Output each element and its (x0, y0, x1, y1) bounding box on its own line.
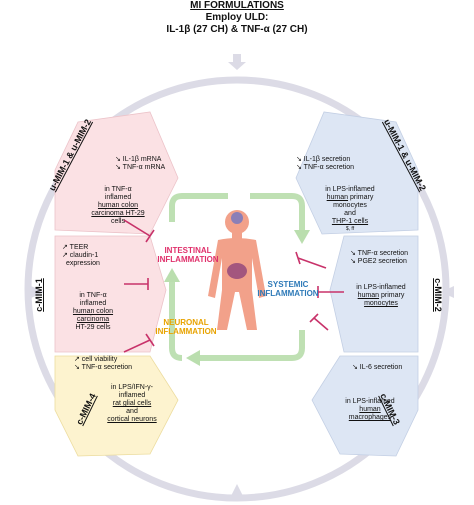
ring-arrow-right (441, 286, 454, 298)
umim-left-effect-1: ↘ IL-1β mRNA (115, 156, 162, 163)
umim-left-model-5: cells (110, 218, 125, 225)
center-cycle-arrows (169, 193, 305, 361)
umim-right-model-note: $, ff (345, 226, 355, 232)
umim-left-model-3: human colon (97, 202, 139, 209)
cmim1-model-4: carcinoma (76, 316, 110, 323)
umim-right-model-2: human primary (326, 194, 374, 201)
label-cmim2: c-MIM-2 (433, 278, 443, 312)
header-down-arrow (228, 54, 246, 70)
cmim3-model-3: macrophages (348, 414, 392, 421)
cmim2-model-2: human primary (357, 292, 405, 299)
header-title: MI FORMULATIONS (190, 0, 284, 11)
umim-right-model-6: THP-1 cells (331, 218, 369, 225)
header-line3: IL-1β (27 CH) & TNF-α (27 CH) (166, 24, 308, 35)
umim-left-effect-2: ↘ TNF-α mRNA (115, 164, 166, 171)
panel-cmim1 (54, 235, 167, 353)
label-systemic-inflammation: SYSTEMIC INFLAMMATION (250, 280, 326, 298)
cmim4-effect-2: ↘ TNF-α secretion (74, 364, 133, 371)
cmim4-model-2: inflamed (118, 392, 146, 399)
panel-cmim2 (329, 235, 419, 353)
label-neuronal-inflammation: NEURONAL INFLAMMATION (148, 318, 224, 336)
panel-umim-right (295, 111, 419, 235)
cycle-arrowhead-right (294, 230, 310, 244)
label-intestinal-inflammation: INTESTINAL INFLAMMATION (150, 246, 226, 264)
cmim4-effect-1: ↗ cell viability (74, 356, 118, 363)
cmim1-model-2: inflamed (79, 300, 107, 307)
umim-right-effect-2: ↘ TNF-α secretion (296, 164, 355, 171)
header-line2: Employ ULD: (205, 12, 269, 23)
cmim2-effect-2: ↘ PGE2 secretion (350, 258, 407, 265)
cmim4-model-1: in LPS/IFN-γ- (110, 384, 153, 391)
cmim2-effect-1: ↘ TNF-α secretion (350, 250, 409, 257)
systemic-line-1: SYSTEMIC (267, 280, 309, 289)
panel-umim-left (54, 111, 179, 235)
cmim1-effect-2: ↗ claudin-1 (62, 252, 99, 259)
panel-cmim4 (54, 355, 179, 457)
panel-cmim3 (311, 355, 419, 457)
cmim4-model-4: and (126, 408, 138, 415)
cmim1-effect-3: expression (66, 260, 100, 267)
ring-arrow-left (31, 286, 44, 298)
intestinal-line-1: INTESTINAL (164, 246, 212, 255)
brain-icon (231, 212, 243, 224)
label-cmim1: c-MIM-1 (34, 278, 44, 312)
inhibit-markers (123, 219, 344, 353)
cycle-arrowhead-bottom (186, 350, 200, 366)
umim-right-effect-1: ↘ IL-1β secretion (296, 156, 351, 163)
systemic-line-2: INFLAMMATION (257, 289, 319, 298)
cmim4-model-3: rat glial cells (112, 400, 152, 407)
umim-right-model-1: in LPS-inflamed (325, 186, 375, 193)
cmim3-effect-1: ↘ IL-6 secretion (352, 364, 403, 371)
cmim1-effect-1: ↗ TEER (62, 244, 89, 251)
cmim3-model-1: in LPS-inflamed (345, 398, 395, 405)
cmim4-model-5: cortical neurons (107, 416, 157, 423)
umim-left-model-2: inflamed (104, 194, 132, 201)
ring-arrow-bottom (231, 484, 243, 496)
umim-right-model-5: and (344, 210, 356, 217)
cycle-arrowhead-left (164, 268, 180, 282)
cmim2-model-1: in LPS-inflamed (356, 284, 406, 291)
cmim2-model-4: monocytes (364, 300, 398, 307)
umim-left-model-1: in TNF-α (104, 186, 132, 193)
cmim1-model-3: human colon (72, 308, 114, 315)
umim-right-model-4: monocytes (333, 202, 367, 209)
cmim1-model-1: in TNF-α (79, 292, 107, 299)
outer-ring (24, 76, 450, 502)
gut-icon (227, 263, 247, 279)
umim-left-model-4: carcinoma HT-29 (91, 210, 145, 217)
neuronal-line-1: NEURONAL (163, 318, 209, 327)
cmim1-model-5: HT-29 cells (75, 324, 111, 331)
neuronal-line-2: INFLAMMATION (155, 327, 217, 336)
intestinal-line-2: INFLAMMATION (157, 255, 219, 264)
cmim3-model-2: human (359, 406, 381, 413)
